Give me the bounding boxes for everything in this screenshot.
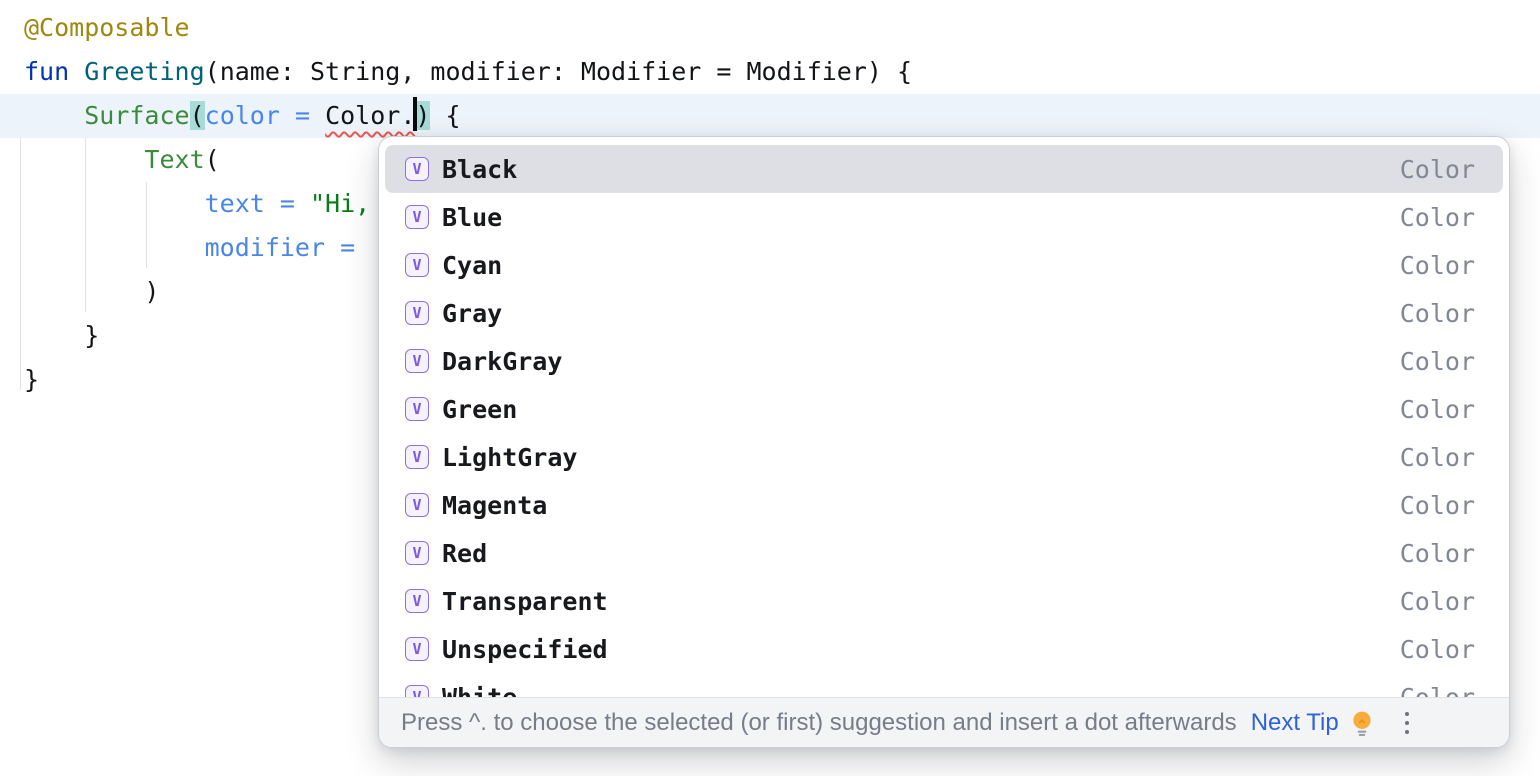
code-token: Text xyxy=(144,145,205,174)
completion-item-label: Blue xyxy=(442,202,503,232)
completion-item-transparent[interactable]: V Transparent Color xyxy=(385,577,1503,625)
completion-item-type: Color xyxy=(1399,298,1475,328)
code-token: } xyxy=(24,321,100,350)
completion-item-red[interactable]: V Red Color xyxy=(385,529,1503,577)
code-line[interactable]: } xyxy=(0,314,1540,358)
completion-item-label: White xyxy=(442,682,518,698)
code-token: ) xyxy=(415,101,431,130)
value-icon: V xyxy=(405,301,429,325)
code-token xyxy=(24,189,205,218)
indent-guide xyxy=(20,94,21,390)
value-icon: V xyxy=(405,205,429,229)
completion-item-label: Cyan xyxy=(442,250,503,280)
completion-item-type: Color xyxy=(1399,682,1475,698)
kebab-menu-icon[interactable] xyxy=(1401,708,1413,738)
code-token: color xyxy=(204,101,280,130)
code-token: @Composable xyxy=(24,13,190,42)
completion-item-type: Color xyxy=(1399,442,1475,472)
completion-item-label: LightGray xyxy=(442,442,578,472)
completion-item-blue[interactable]: V Blue Color xyxy=(385,193,1503,241)
indent-guide xyxy=(85,138,86,312)
code-token: ( xyxy=(204,145,220,174)
code-token: "Hi, xyxy=(309,189,371,218)
code-token xyxy=(24,145,144,174)
completion-item-type: Color xyxy=(1399,538,1475,568)
code-token: fun xyxy=(24,57,70,86)
completion-item-label: Unspecified xyxy=(442,634,608,664)
completion-item-cyan[interactable]: V Cyan Color xyxy=(385,241,1503,289)
completion-item-type: Color xyxy=(1399,250,1475,280)
completion-item-type: Color xyxy=(1399,634,1475,664)
code-token: Greeting xyxy=(84,57,205,86)
completion-hint-bar: Press ^. to choose the selected (or firs… xyxy=(379,697,1509,747)
value-icon: V xyxy=(405,157,429,181)
code-token: } xyxy=(24,365,40,394)
completion-item-gray[interactable]: V Gray Color xyxy=(385,289,1503,337)
value-icon: V xyxy=(405,589,429,613)
value-icon: V xyxy=(405,253,429,277)
completion-item-type: Color xyxy=(1399,346,1475,376)
completion-item-unspecified[interactable]: V Unspecified Color xyxy=(385,625,1503,673)
value-icon: V xyxy=(405,397,429,421)
code-line[interactable]: fun Greeting(name: String, modifier: Mod… xyxy=(0,50,1540,94)
completion-item-white[interactable]: V White Color xyxy=(385,673,1503,697)
code-token xyxy=(24,101,84,130)
completion-item-type: Color xyxy=(1399,586,1475,616)
code-token: Surface xyxy=(84,101,190,130)
code-line[interactable]: } xyxy=(0,358,1540,402)
completion-item-label: Magenta xyxy=(442,490,548,520)
value-icon: V xyxy=(405,541,429,565)
code-line[interactable]: Text( xyxy=(0,138,1540,182)
completion-item-lightgray[interactable]: V LightGray Color xyxy=(385,433,1503,481)
completion-item-black[interactable]: V Black Color xyxy=(385,145,1503,193)
completion-item-type: Color xyxy=(1399,394,1475,424)
code-line[interactable]: Surface(color = Color.) { xyxy=(0,94,1540,138)
value-icon: V xyxy=(405,493,429,517)
value-icon: V xyxy=(405,349,429,373)
completion-item-darkgray[interactable]: V DarkGray Color xyxy=(385,337,1503,385)
code-line[interactable]: @Composable xyxy=(0,6,1540,50)
completion-item-label: Red xyxy=(442,538,488,568)
completion-item-type: Color xyxy=(1399,202,1475,232)
code-token: { xyxy=(430,101,461,130)
indent-guide xyxy=(146,182,147,268)
code-token xyxy=(24,233,205,262)
completion-item-magenta[interactable]: V Magenta Color xyxy=(385,481,1503,529)
code-token xyxy=(69,57,84,86)
code-token: (name: String, modifier: Modifier = Modi… xyxy=(204,57,913,86)
code-token: Color. xyxy=(325,101,416,130)
text-caret xyxy=(413,97,418,131)
hint-text: Press ^. to choose the selected (or firs… xyxy=(401,708,1237,736)
completion-item-label: Gray xyxy=(442,298,503,328)
code-lines: @Composable fun Greeting(name: String, mo… xyxy=(0,6,1540,402)
completion-item-type: Color xyxy=(1399,154,1475,184)
value-icon: V xyxy=(405,685,429,697)
code-line[interactable]: ) xyxy=(0,270,1540,314)
completion-item-label: Transparent xyxy=(442,586,608,616)
code-token: modifier = xyxy=(204,233,371,262)
value-icon: V xyxy=(405,637,429,661)
value-icon: V xyxy=(405,445,429,469)
completion-item-green[interactable]: V Green Color xyxy=(385,385,1503,433)
next-tip-link[interactable]: Next Tip xyxy=(1250,708,1339,736)
code-token: ( xyxy=(189,101,205,130)
completion-item-label: DarkGray xyxy=(442,346,563,376)
code-line[interactable]: text = "Hi, xyxy=(0,182,1540,226)
completion-item-type: Color xyxy=(1399,490,1475,520)
code-token: text = xyxy=(204,189,310,218)
code-line[interactable]: modifier = xyxy=(0,226,1540,270)
completion-item-label: Black xyxy=(442,154,518,184)
completion-item-label: Green xyxy=(442,394,518,424)
lightbulb-icon xyxy=(1349,710,1375,736)
code-token: ) xyxy=(24,277,160,306)
code-token: = xyxy=(279,101,326,130)
